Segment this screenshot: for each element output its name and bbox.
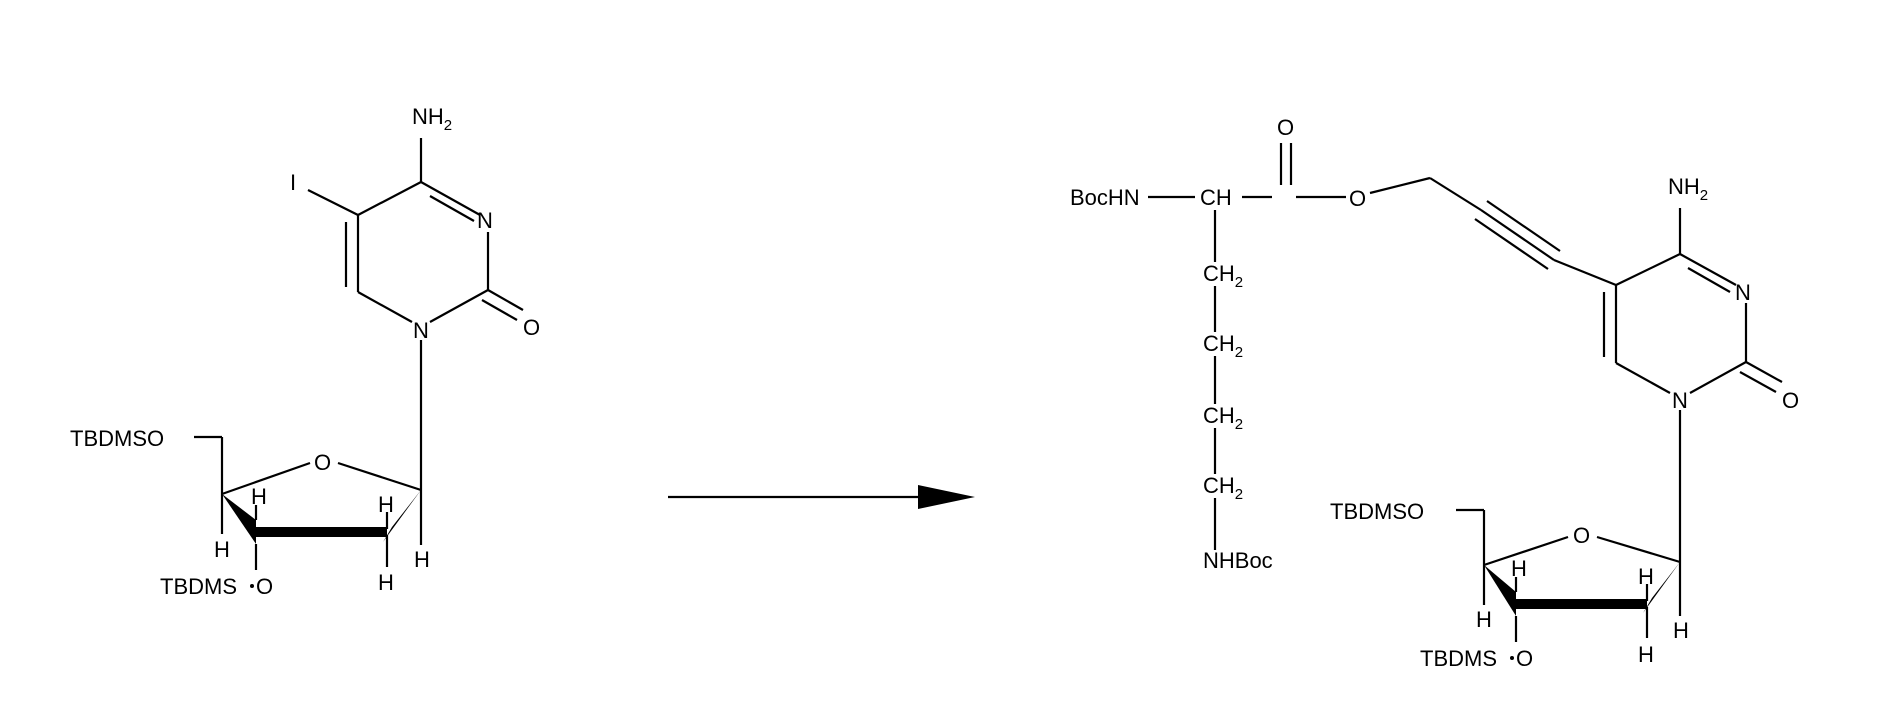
reactant-h4-label: H: [214, 537, 230, 562]
product-molecule: BocHN CH O O CH2 CH2 CH2 CH2 NHBoc NH2 N…: [1070, 115, 1799, 671]
reactant-n3-label: N: [477, 208, 493, 233]
reactant-h2b-label: H: [378, 570, 394, 595]
product-3prime-dot: [1510, 656, 1514, 660]
product-carbonyl-o2-label: O: [1782, 388, 1799, 413]
product-nhboc-label: NHBoc: [1203, 548, 1273, 573]
reactant-3prime-o-label: O: [256, 574, 273, 599]
reactant-3prime-protect-label: TBDMS: [160, 574, 237, 599]
product-ch2-3-label: CH2: [1203, 403, 1243, 433]
reactant-5prime-protect-label: TBDMSO: [70, 426, 164, 451]
reactant-h3-label: H: [251, 484, 267, 509]
product-5prime-protect-label: TBDMSO: [1330, 499, 1424, 524]
reactant-n1-label: N: [413, 318, 429, 343]
reactant-iodo-label: I: [290, 170, 296, 195]
product-bochn-label: BocHN: [1070, 185, 1140, 210]
product-amino-label: NH2: [1668, 174, 1708, 204]
product-3prime-protect-label: TBDMS: [1420, 646, 1497, 671]
product-3prime-o-label: O: [1516, 646, 1533, 671]
product-h2a-label: H: [1638, 564, 1654, 589]
product-ch-label: CH: [1200, 185, 1232, 210]
reactant-carbonyl-o-label: O: [523, 315, 540, 340]
reaction-arrow: [668, 485, 975, 509]
product-n1-label: N: [1672, 388, 1688, 413]
product-n3-label: N: [1735, 280, 1751, 305]
product-alkyne-linker: [1430, 178, 1616, 285]
product-h1-label: H: [1673, 618, 1689, 643]
product-sugar-o-label: O: [1573, 523, 1590, 548]
reactant-3prime-dot: [250, 584, 254, 588]
product-carbonyl-o-label: O: [1277, 115, 1294, 140]
product-ch2-2-label: CH2: [1203, 331, 1243, 361]
product-ester-o-label: O: [1349, 186, 1366, 211]
reactant-sugar-o-label: O: [314, 450, 331, 475]
product-ch2-4-label: CH2: [1203, 473, 1243, 503]
product-lysine-chain: [1148, 143, 1430, 550]
product-ch2-1-label: CH2: [1203, 261, 1243, 291]
reactant-cytosine-ring: [308, 138, 523, 490]
product-h2b-label: H: [1638, 642, 1654, 667]
reactant-h2a-label: H: [378, 492, 394, 517]
product-h3-label: H: [1511, 556, 1527, 581]
reactant-h1-label: H: [414, 547, 430, 572]
product-h4-label: H: [1476, 607, 1492, 632]
reactant-amino-label: NH2: [412, 104, 452, 134]
reactant-molecule: NH2 I N O N O TBDMSO TBDMS O H H H H H: [70, 104, 540, 599]
product-cytosine-ring: [1604, 208, 1782, 562]
